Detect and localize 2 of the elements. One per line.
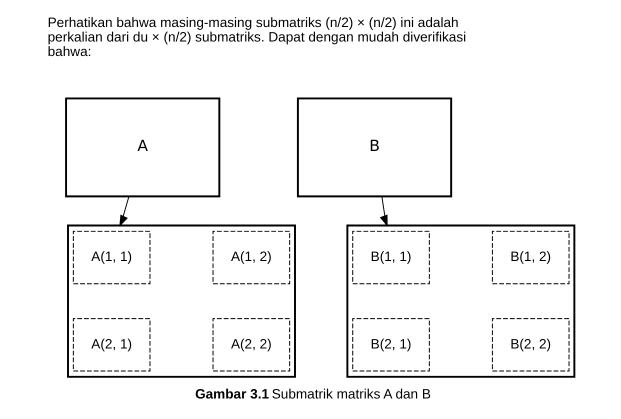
caption: Gambar 3.1 Submatrik matriks A dan B bbox=[194, 386, 430, 402]
label: Perhatikan bahwa masing-masing submatriks (n/2) × (n/2) ini adalah perkalian dari du × (n/2) submatriks. Dapat dengan mudah diverifikasi bahwa: bbox=[47, 14, 466, 59]
